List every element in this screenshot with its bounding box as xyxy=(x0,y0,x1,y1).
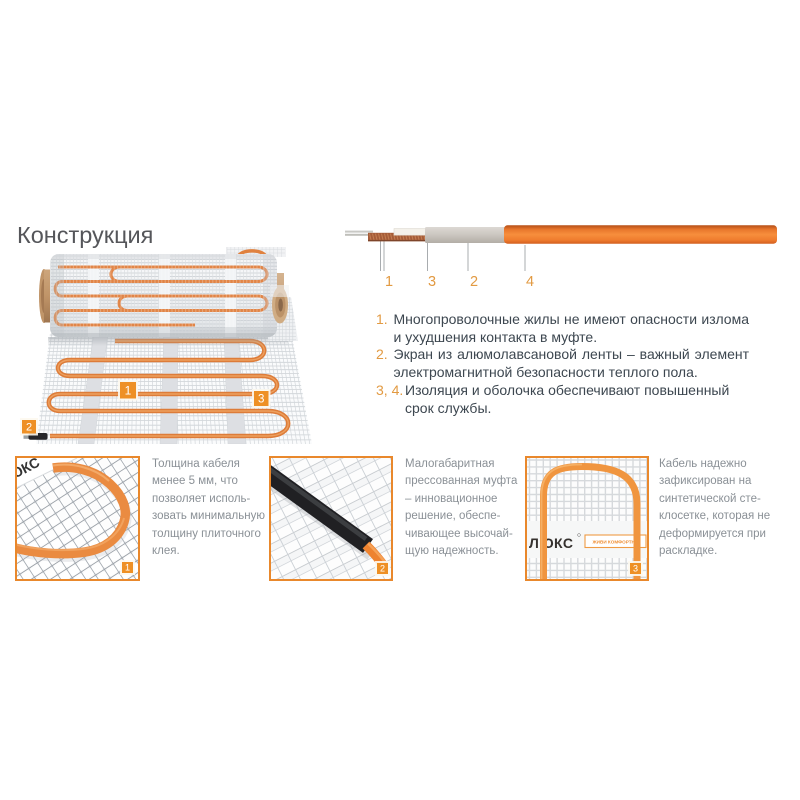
svg-text:3: 3 xyxy=(633,564,638,574)
svg-text:2: 2 xyxy=(26,422,32,434)
svg-text:1: 1 xyxy=(125,563,130,573)
svg-text:ЛЮКС: ЛЮКС xyxy=(529,535,573,551)
svg-text:3: 3 xyxy=(258,394,264,406)
svg-text:3: 3 xyxy=(428,274,436,290)
svg-text:2: 2 xyxy=(380,564,385,574)
svg-text:ЖИВИ КОМФОРТНО: ЖИВИ КОМФОРТНО xyxy=(591,539,639,544)
svg-text:2: 2 xyxy=(470,274,478,290)
svg-text:4: 4 xyxy=(526,274,534,290)
svg-text:1: 1 xyxy=(385,274,393,290)
svg-text:1: 1 xyxy=(125,384,132,398)
